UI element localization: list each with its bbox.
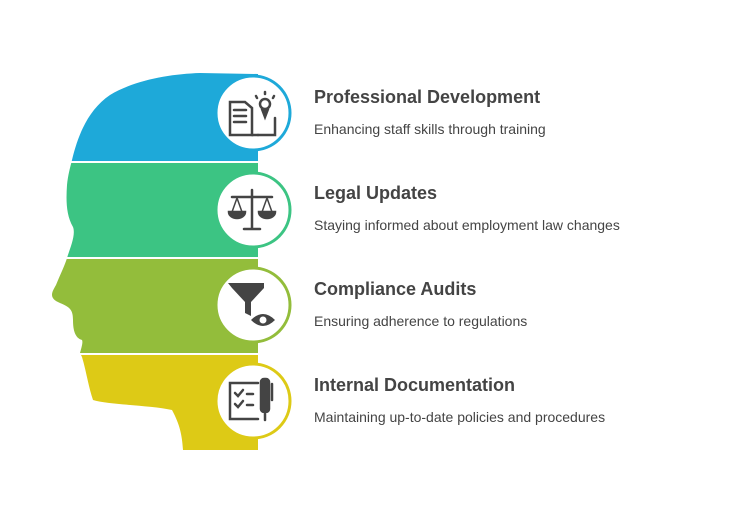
checklist-pen-icon (228, 377, 274, 422)
item-description: Staying informed about employment law ch… (314, 217, 620, 233)
item-description: Ensuring adherence to regulations (314, 313, 528, 329)
scales-icon (227, 188, 277, 231)
item-title: Professional Development (314, 87, 541, 107)
icon-circle-3 (214, 266, 292, 344)
book-lightbulb-icon (228, 90, 277, 137)
funnel-eye-icon (228, 283, 275, 326)
item-title: Compliance Audits (314, 279, 477, 299)
item-title: Internal Documentation (314, 375, 516, 395)
item-legal-updates: Legal Updates Staying informed about emp… (314, 183, 620, 233)
icon-circle-4 (214, 362, 292, 440)
item-internal-documentation: Internal Documentation Maintaining up-to… (314, 375, 605, 425)
item-professional-development: Professional Development Enhancing staff… (314, 87, 546, 137)
item-title: Legal Updates (314, 183, 438, 203)
item-description: Enhancing staff skills through training (314, 121, 546, 137)
item-compliance-audits: Compliance Audits Ensuring adherence to … (314, 279, 527, 329)
item-description: Maintaining up-to-date policies and proc… (314, 409, 606, 425)
